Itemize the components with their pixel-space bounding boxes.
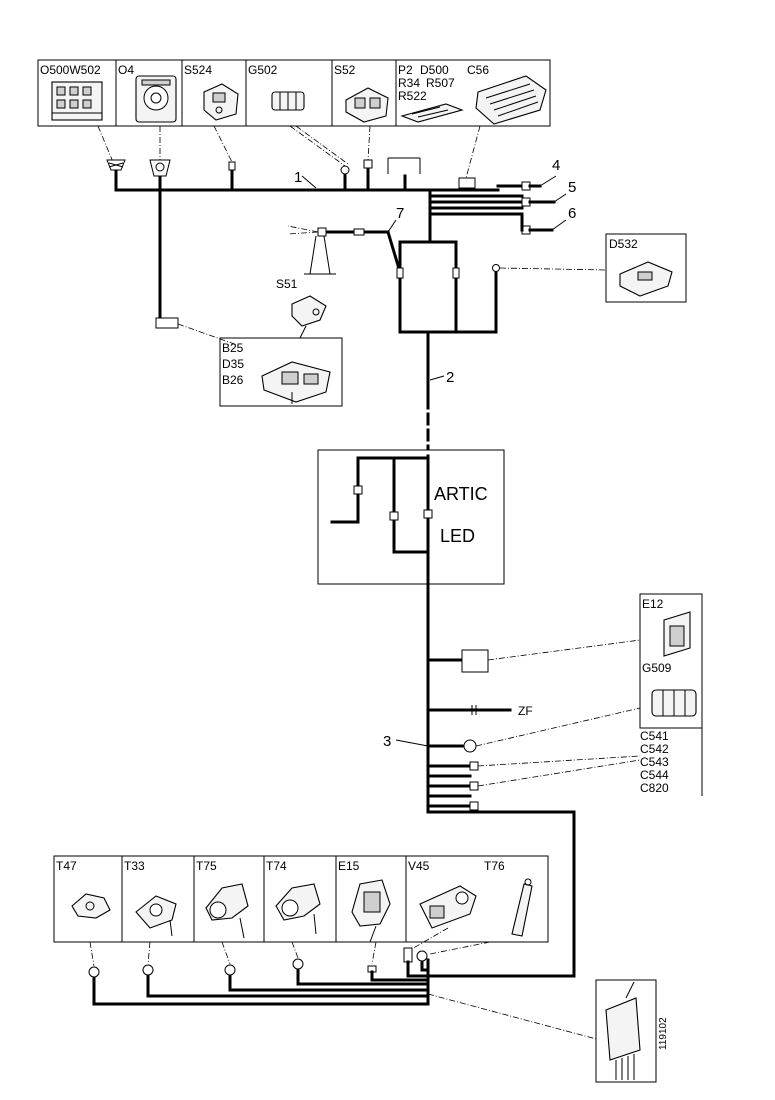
component-e15-icon [351,879,391,943]
lower-harness: ZF [426,582,641,1006]
sensor-t47-icon [71,893,111,919]
callout-4: 4 [552,157,560,174]
d532-panel: D532 [605,233,687,303]
label-c543: C543 [640,755,669,769]
label-o4: O4 [118,63,134,77]
label-p2: P2 [398,63,413,77]
pedal-switch-icon [261,361,331,404]
sensor-s51-icon [291,295,327,339]
fuse-box-icon [51,81,103,121]
connector-g509-icon [651,689,697,717]
label-t76: T76 [484,859,505,873]
label-s51: S51 [276,277,298,291]
label-d500: D500 [420,63,449,77]
label-t47: T47 [56,859,77,873]
label-r507: R507 [426,76,455,90]
label-t74: T74 [266,859,287,873]
artic-label: ARTIC [434,484,488,504]
label-d532: D532 [609,237,638,251]
label-zf: ZF [518,704,533,718]
label-g509: G509 [642,661,672,675]
top-leader-lines [97,125,481,179]
label-e12: E12 [642,597,664,611]
sensor-t33-icon [135,895,177,937]
main-harness [106,157,607,458]
callout-2: 2 [446,369,454,386]
label-o500w502: O500W502 [40,63,101,77]
artic-led-panel: ARTIC LED [317,449,505,586]
instrument-cluster-icon [135,75,177,123]
control-unit-c56-icon [475,75,547,125]
label-c820: C820 [640,781,669,795]
module-e12-icon [663,611,691,657]
label-c544: C544 [640,768,669,782]
label-v45: V45 [408,859,430,873]
probe-t76-icon [511,878,533,937]
switch-s524-icon [203,83,239,121]
label-d35: D35 [222,357,244,371]
label-c541: C541 [640,729,669,743]
figure-code: 119102 [658,1017,669,1050]
connector-g502-icon [271,91,305,111]
label-c542: C542 [640,742,669,756]
e12-g509-panel: E12 G509 [639,593,703,729]
valve-v45-icon [419,885,477,929]
label-t75: T75 [196,859,217,873]
sensor-t74-icon [275,883,321,935]
callout-6: 6 [568,205,576,222]
label-e15: E15 [338,859,360,873]
sensor-t75-icon [205,883,249,939]
bottom-harness [88,927,601,1041]
top-component-strip: O500W502 O4 S524 G502 S52 P2 D500 R34 R5… [37,59,551,127]
circuit-board-icon [400,103,464,123]
label-t33: T33 [124,859,145,873]
s51-switch: S51 [276,277,327,339]
label-b25: B25 [222,341,244,355]
label-s52: S52 [334,63,356,77]
b25-d35-b26-panel: B25 D35 B26 [177,323,343,407]
callout-1: 1 [294,169,302,186]
label-r34: R34 [398,76,420,90]
label-r522: R522 [398,89,427,103]
switch-s52-icon [345,87,389,123]
led-label: LED [440,526,475,546]
connector-plug-icon [605,981,641,1080]
callout-7: 7 [396,205,404,222]
label-b26: B26 [222,373,244,387]
label-c56: C56 [467,63,489,77]
c541-c820-panel: C541 C542 C543 C544 C820 [640,727,703,796]
callout-5: 5 [568,179,576,196]
callout-3: 3 [383,733,391,750]
bottom-component-strip: T47 T33 T75 T74 E15 V45 T76 [53,855,549,943]
bottom-right-connector-panel: 119102 [595,979,669,1083]
module-d532-icon [619,261,673,297]
label-g502: G502 [248,63,278,77]
label-s524: S524 [184,63,212,77]
